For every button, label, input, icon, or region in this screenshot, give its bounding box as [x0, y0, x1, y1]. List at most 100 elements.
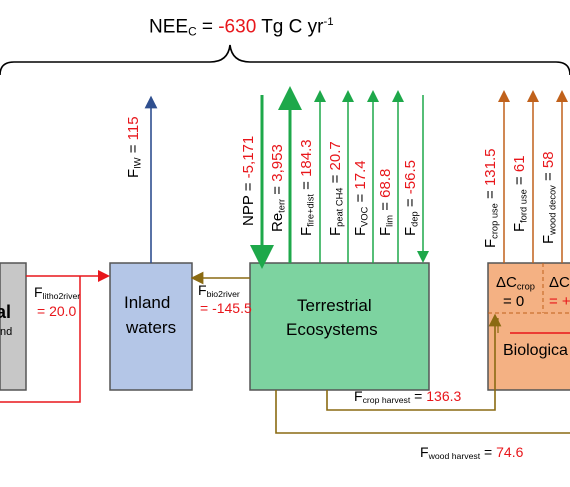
lithosphere-label: al [0, 302, 12, 322]
litho-return-line [0, 276, 81, 403]
f-wood-harvest-symbol: F [420, 444, 429, 460]
f-wood-harvest-subscript: wood harvest [428, 451, 481, 462]
nee-unit-exponent: -1 [323, 16, 334, 28]
re-terr-subscript: terr [276, 198, 287, 213]
f-iw-symbol: F [125, 168, 142, 178]
f-iw-value: 115 [125, 116, 142, 141]
f-wood-decov-label: Fwood decov = 58 [540, 151, 557, 244]
f-bio2river-label: Fbio2river [198, 282, 240, 299]
f-crop-use-value: 131.5 [482, 148, 499, 187]
re-terr-symbol: Re [269, 212, 286, 232]
f-crop-harvest-equals: = [410, 388, 427, 404]
re-terr-label: Reterr = 3,953 [269, 144, 286, 232]
f-ford-use-symbol: F [511, 222, 528, 232]
f-voc-value: 17.4 [352, 160, 369, 190]
lithosphere-box [0, 262, 27, 391]
f-bio2river-subscript: bio2river [206, 289, 240, 300]
f-lim-label: Flim = 68.8 [377, 169, 394, 236]
delta-crop-value: = 0 [503, 293, 525, 310]
f-fire-equals: = [298, 176, 315, 195]
f-crop-use-symbol: F [482, 238, 499, 248]
biological-label: Biologica [503, 342, 568, 359]
f-crop-harvest-subscript: crop harvest [362, 395, 411, 406]
f-crop-harvest-value: 136.3 [426, 388, 462, 404]
f-iw-label: FIW = 115 [125, 116, 142, 178]
npp-equals: = [240, 178, 257, 196]
npp-symbol: NPP [240, 195, 257, 226]
delta-partial-value: = + [549, 293, 570, 310]
delta-crop-label: ΔCcrop [496, 274, 535, 291]
f-dep-subscript: dep [409, 211, 420, 227]
nee-brace [0, 44, 570, 76]
npp-label: NPP = -5,171 [240, 136, 257, 226]
f-lim-subscript: lim [384, 214, 395, 227]
re-terr-equals: = [269, 181, 286, 199]
delta-crop-symbol: ΔC [496, 274, 517, 291]
f-peat-value: 20.7 [327, 141, 344, 171]
terrestrial-box [249, 262, 430, 391]
terrestrial-label-1: Terrestrial [297, 296, 372, 315]
nee-unit: Tg C yr [256, 16, 324, 38]
f-peat-subscript: peat CH4 [334, 187, 345, 227]
f-wood-decov-value: 58 [540, 151, 557, 169]
f-iw-subscript: IW [132, 157, 143, 169]
nee-title: NEEC = -630 Tg C yr-1 [149, 16, 334, 38]
f-crop-use-equals: = [482, 186, 499, 204]
f-voc-symbol: F [352, 226, 369, 236]
f-ford-use-subscript: ford use [518, 189, 529, 223]
f-wood-decov-subscript: wood decov [547, 185, 558, 235]
f-litho2river-label: Flitho2river [34, 284, 80, 301]
f-wood-decov-equals: = [540, 168, 557, 186]
f-dep-label: Fdep = -56.5 [402, 160, 419, 236]
nee-equals: = [196, 16, 219, 38]
f-ford-use-value: 61 [511, 155, 528, 173]
f-dep-equals: = [402, 194, 419, 212]
f-wood-decov-symbol: F [540, 234, 557, 244]
f-crop-harvest-symbol: F [354, 388, 363, 404]
f-dep-value: -56.5 [402, 160, 419, 195]
biological-box [487, 262, 570, 391]
f-lim-equals: = [377, 197, 394, 215]
f-voc-subscript: VOC [359, 206, 370, 227]
f-wood-harvest-equals: = [480, 444, 497, 460]
nee-value: -630 [218, 16, 257, 38]
f-lim-value: 68.8 [377, 168, 394, 198]
f-crop-use-subscript: crop use [489, 203, 500, 239]
f-crop-harvest-label: Fcrop harvest = 136.3 [354, 388, 461, 405]
nee-subscript: C [188, 25, 197, 39]
f-litho2river-value: = 20.0 [37, 303, 77, 319]
f-wood-harvest-label: Fwood harvest = 74.6 [420, 444, 523, 461]
f-lim-symbol: F [377, 226, 394, 236]
f-crop-harvest-arrow [326, 313, 502, 411]
inland-waters-label-1: Inland [124, 293, 171, 312]
f-bio2river-value: = -145.5 [200, 300, 252, 316]
f-crop-use-label: Fcrop use = 131.5 [482, 149, 499, 249]
f-ford-use-equals: = [511, 172, 528, 190]
f-dep-symbol: F [402, 226, 419, 236]
f-peat-label: Fpeat CH4 = 20.7 [327, 141, 344, 236]
f-fire-symbol: F [298, 226, 315, 236]
f-litho2river-subscript: litho2river [42, 291, 81, 302]
f-iw-equals: = [125, 140, 142, 158]
f-bio2river-symbol: F [198, 282, 207, 298]
re-terr-value: 3,953 [269, 144, 286, 182]
f-peat-symbol: F [327, 226, 344, 236]
f-peat-equals: = [327, 170, 344, 188]
f-voc-label: FVOC = 17.4 [352, 160, 369, 236]
f-ford-use-label: Fford use = 61 [511, 155, 528, 232]
terrestrial-label-2: Ecosystems [286, 320, 378, 339]
f-fire-subscript: fire+dist [305, 194, 316, 227]
f-wood-harvest-arrow [275, 390, 570, 434]
npp-value: -5,171 [240, 135, 257, 179]
f-fire-value: 184.3 [298, 139, 315, 177]
inland-waters-label-2: waters [126, 318, 177, 337]
f-fire-label: Ffire+dist = 184.3 [298, 139, 315, 236]
delta-partial-label: ΔC [549, 274, 570, 291]
lithosphere-sublabel: nd [0, 326, 13, 338]
f-litho2river-symbol: F [34, 284, 43, 300]
nee-symbol: NEE [149, 16, 189, 38]
f-voc-equals: = [352, 189, 369, 207]
f-wood-harvest-value: 74.6 [496, 444, 524, 460]
delta-crop-subscript: crop [516, 281, 535, 292]
